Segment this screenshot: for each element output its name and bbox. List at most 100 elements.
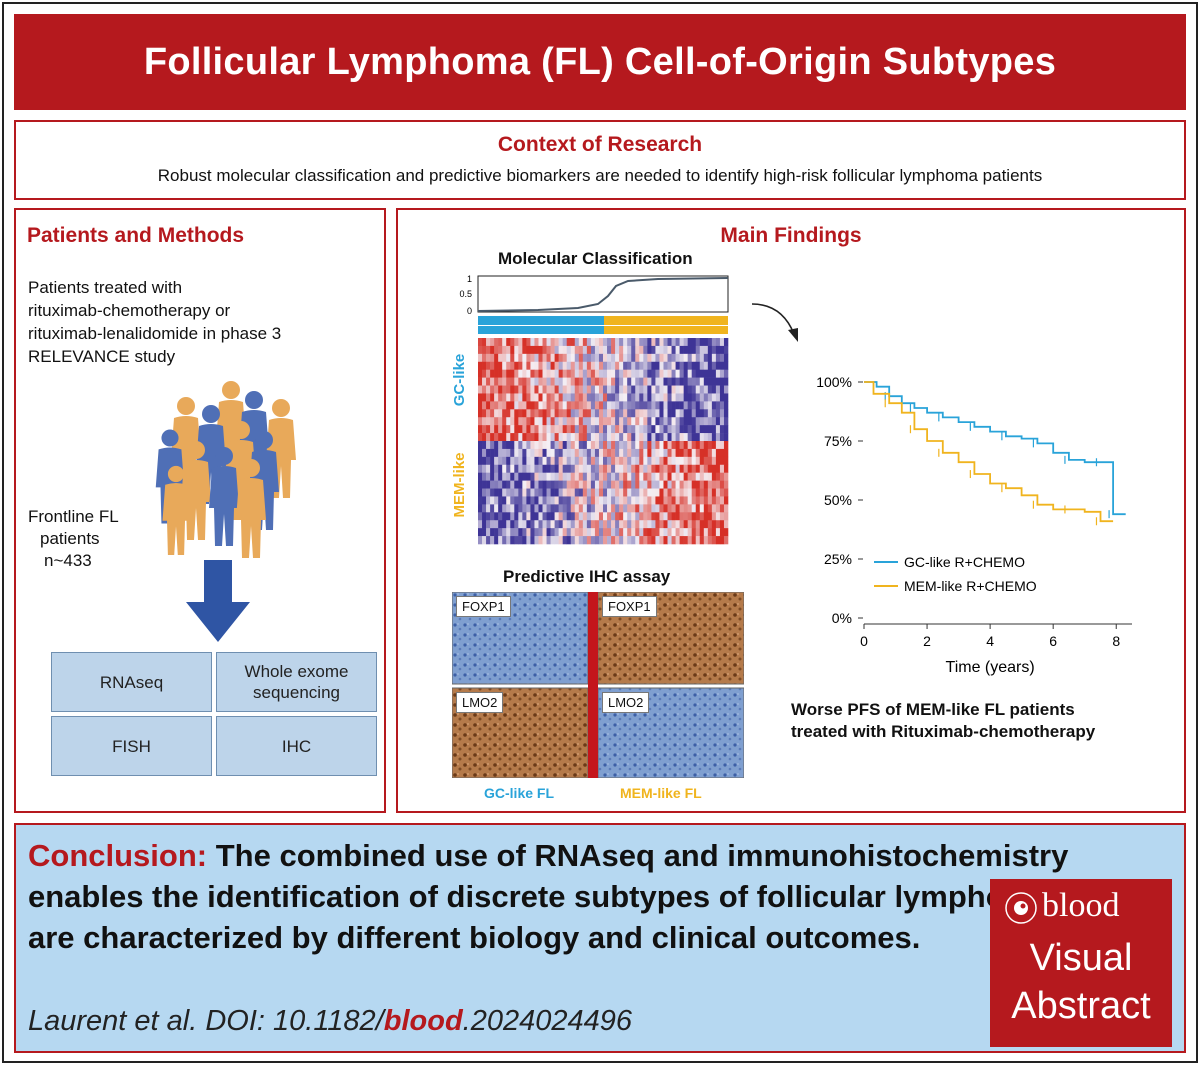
heatmap-cell [574, 512, 580, 521]
heatmap-cell [550, 480, 555, 489]
heatmap-cell [667, 504, 672, 513]
heatmap-cell [594, 377, 600, 386]
heatmap-cell [707, 409, 713, 418]
heatmap-cell [607, 448, 612, 458]
heatmap-cell [502, 536, 507, 545]
heatmap-cell [490, 369, 495, 378]
heatmap-cell [562, 401, 568, 410]
heatmap-cell [570, 464, 576, 473]
heatmap-cell [594, 504, 600, 513]
heatmap-cell [651, 377, 656, 386]
heatmap-cell [635, 385, 640, 394]
heatmap-cell [538, 456, 543, 466]
heatmap-cell [639, 504, 644, 513]
heatmap-cell [502, 385, 507, 394]
heatmap-cell [574, 504, 580, 513]
heatmap-cell [643, 425, 648, 434]
heatmap-cell [522, 353, 527, 363]
heatmap-cell [554, 480, 559, 489]
heatmap-cell [554, 353, 559, 363]
heatmap-cell [574, 369, 580, 378]
heatmap-cell [482, 504, 487, 513]
heatmap-cell [687, 480, 693, 489]
heatmap-cell [550, 536, 555, 545]
heatmap-cell [510, 464, 515, 473]
heatmap-cell [582, 456, 588, 466]
heatmap-cell [530, 488, 535, 497]
heatmap-cell [659, 377, 664, 386]
heatmap-cell [478, 361, 483, 370]
heatmap-cell [558, 393, 563, 402]
heatmap-cell [538, 361, 543, 370]
heatmap-cell [490, 401, 495, 410]
heatmap-cell [655, 393, 660, 402]
heatmap-cell [695, 417, 701, 426]
heatmap-cell [578, 536, 584, 545]
heatmap-cell [711, 488, 717, 497]
heatmap-cell [542, 472, 547, 481]
citation-prefix: Laurent et al. DOI: 10.1182/ [28, 1005, 384, 1037]
heatmap-cell [534, 409, 539, 418]
heatmap-cell [478, 369, 483, 378]
heatmap-cell [711, 377, 717, 386]
heatmap-cell [635, 456, 640, 466]
heatmap-cell [550, 417, 555, 426]
heatmap-cell [558, 425, 563, 434]
heatmap-cell [619, 496, 624, 505]
heatmap-cell [546, 488, 551, 497]
heatmap-cell [582, 369, 588, 378]
heatmap-cell [619, 353, 624, 363]
heatmap-cell [518, 504, 523, 513]
heatmap-cell [607, 488, 612, 497]
heatmap-cell [647, 361, 652, 370]
heatmap-cell [635, 464, 640, 473]
heatmap-cell [598, 409, 604, 418]
curved-arrow-icon [751, 303, 798, 342]
heatmap-cell [582, 417, 588, 426]
heatmap-cell [486, 480, 491, 489]
heatmap-cell [526, 472, 531, 481]
heatmap-cell [534, 361, 539, 370]
heatmap-cell [590, 385, 596, 394]
heatmap-cell [526, 345, 531, 355]
heatmap-cell [691, 512, 697, 521]
heatmap-cell [526, 425, 531, 434]
heatmap-cell [542, 520, 547, 529]
heatmap-cell [542, 353, 547, 363]
heatmap-cell [663, 353, 668, 363]
heatmap-cell [691, 536, 697, 545]
heatmap-cell [719, 504, 725, 513]
heatmap-cell [615, 536, 620, 545]
heatmap-cell [510, 504, 515, 513]
heatmap-cell [607, 528, 612, 537]
heatmap-cell [522, 488, 527, 497]
heatmap-cell [671, 488, 676, 497]
heatmap-cell [498, 496, 503, 505]
heatmap-cell [546, 385, 551, 394]
heatmap-cell [639, 512, 644, 521]
heatmap-cell [659, 472, 664, 481]
heatmap-cell [482, 361, 487, 370]
heatmap-cell [643, 441, 648, 450]
heatmap-cell [635, 353, 640, 363]
main-findings-heading: Main Findings [720, 224, 862, 247]
heatmap-cell [490, 393, 495, 402]
heatmap-cell [667, 345, 672, 355]
heatmap-cell [679, 464, 684, 473]
heatmap-cell [695, 456, 701, 466]
heatmap-cell [526, 488, 531, 497]
heatmap-cell [562, 448, 568, 458]
heatmap-cell [615, 512, 620, 521]
heatmap-cell [643, 488, 648, 497]
heatmap-cell [562, 353, 568, 363]
heatmap-cell [574, 401, 580, 410]
heatmap-cell [663, 425, 668, 434]
heatmap-cell [623, 425, 628, 434]
heatmap-cell [514, 369, 519, 378]
heatmap-cell [679, 361, 684, 370]
heatmap-cell [530, 385, 535, 394]
heatmap-cell [703, 401, 709, 410]
heatmap-cell [627, 401, 632, 410]
heatmap-cell [578, 409, 584, 418]
